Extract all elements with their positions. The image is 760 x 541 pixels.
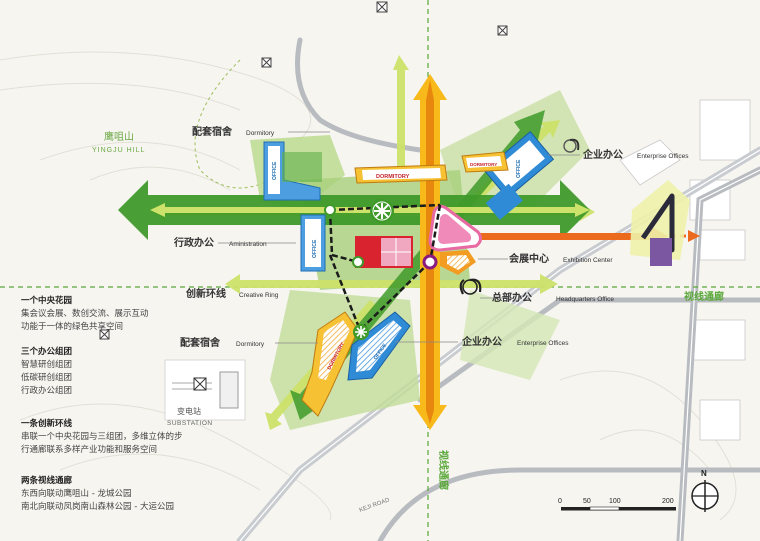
dormitory-tag-2: DORMITORY xyxy=(470,162,497,167)
enterprise-office-top-building xyxy=(483,131,555,220)
office-tag-2: OFFICE xyxy=(312,239,318,258)
admin-zh: 行政办公 xyxy=(173,236,214,249)
enterprise-office-bottom-building xyxy=(347,311,411,381)
scale-bar: 0 50 100 200 xyxy=(558,498,676,511)
dormitory-top-building xyxy=(354,164,448,184)
ring-nodes xyxy=(324,199,438,340)
north-label: N xyxy=(701,469,707,478)
dormitory-top-right-building xyxy=(461,151,509,173)
substation-zh: 变电站 xyxy=(177,406,201,416)
hq-zh: 总部办公 xyxy=(492,291,532,304)
legend-line: 串联一个中央花园与三组团，多维立体的步 xyxy=(21,432,183,442)
admin-en: Aministration xyxy=(229,241,267,248)
legend-line: 智慧研创组团 xyxy=(21,360,73,370)
dormitory-tag-1: DORMITORY xyxy=(376,174,410,180)
north-arrow-icon: N xyxy=(691,469,719,512)
enterprise-bot-zh: 企业办公 xyxy=(461,335,502,348)
swirl-icon-enterprise xyxy=(563,138,580,153)
enterprise-top-en: Enterprise Offices xyxy=(637,153,689,160)
axis-label-south: 视线通廊 xyxy=(437,450,450,490)
legend-line: 集会议会展、数创交流、展示互动 xyxy=(21,309,149,319)
legend-line: 功能于一体的绿色共享空间 xyxy=(21,322,124,332)
ring-en: Creative Ring xyxy=(239,292,279,299)
ring-zh: 创新环线 xyxy=(185,287,226,300)
legend-heading: 两条视线通廊 xyxy=(21,476,73,486)
central-garden xyxy=(355,236,413,268)
legend-heading: 一条创新环线 xyxy=(21,419,73,429)
exhibition-zh: 会展中心 xyxy=(509,252,549,265)
site-boundary xyxy=(194,59,271,189)
exhibition-building xyxy=(428,204,483,275)
axis-label-east: 视线通廊 xyxy=(684,290,724,303)
legend-line: 行通廊联系多样产业功能和服务空间 xyxy=(21,445,158,455)
legend-line: 低碳研创组团 xyxy=(21,373,73,383)
scale-tick-50: 50 xyxy=(583,498,591,505)
yingju-hill-en: YINGJU HILL xyxy=(92,147,145,154)
office-tag-3: OFFICE xyxy=(516,159,522,178)
substation-plot xyxy=(164,359,246,421)
scale-tick-100: 100 xyxy=(609,498,621,505)
legend-heading: 三个办公组团 xyxy=(21,347,73,357)
office-tag-1: OFFICE xyxy=(272,161,278,180)
park-landmark xyxy=(630,180,690,266)
green-inner-stripe xyxy=(150,203,590,217)
scale-tick-0: 0 xyxy=(558,498,562,505)
swirl-icon-hq xyxy=(459,278,482,295)
legend-line: 南北向联动凤岗南山森林公园 - 大运公园 xyxy=(21,502,174,512)
office-top-left-building xyxy=(263,141,322,201)
dormitory-top-zh: 配套宿舍 xyxy=(192,125,233,138)
legend-line: 行政办公组团 xyxy=(21,386,73,396)
dormitory-top-en: Dormitory xyxy=(246,130,275,137)
substation-en: SUBSTATION xyxy=(167,420,213,427)
legend-section-2: 三个办公组团 智慧研创组团 低碳研创组团 行政办公组团 xyxy=(21,346,72,398)
dormitory-bot-en: Dormitory xyxy=(236,341,265,348)
hq-en: Headquarters Office xyxy=(556,296,614,303)
admin-office-building xyxy=(300,214,326,272)
legend-section-1: 一个中央花园 集会议会展、数创交流、展示互动 功能于一体的绿色共享空间 xyxy=(21,295,149,334)
map-labels: 鹰咀山 YINGJU HILL 配套宿舍 Dormitory 行政办公 Amin… xyxy=(92,125,724,514)
legend-heading: 一个中央花园 xyxy=(21,296,73,306)
legend-line: 东西向联动鹰咀山 - 龙城公园 xyxy=(21,489,132,499)
legend-section-3: 一条创新环线 串联一个中央花园与三组团，多维立体的步 行通廊联系多样产业功能和服… xyxy=(21,418,183,457)
yingju-hill-zh: 鹰咀山 xyxy=(104,130,134,143)
enterprise-bot-en: Enterprise Offices xyxy=(517,340,569,347)
enterprise-top-zh: 企业办公 xyxy=(582,148,623,161)
exhibition-en: Exhibition Center xyxy=(563,257,613,264)
contour-lines xyxy=(0,51,737,521)
legend-section-4: 两条视线通廊 东西向联动鹰咀山 - 龙城公园 南北向联动凤岗南山森林公园 - 大… xyxy=(21,475,174,514)
dormitory-bottom-building xyxy=(301,311,359,417)
scale-tick-200: 200 xyxy=(662,498,674,505)
dormitory-bot-zh: 配套宿舍 xyxy=(180,336,221,349)
leader-lines xyxy=(218,131,580,344)
utility-markers xyxy=(99,1,508,340)
